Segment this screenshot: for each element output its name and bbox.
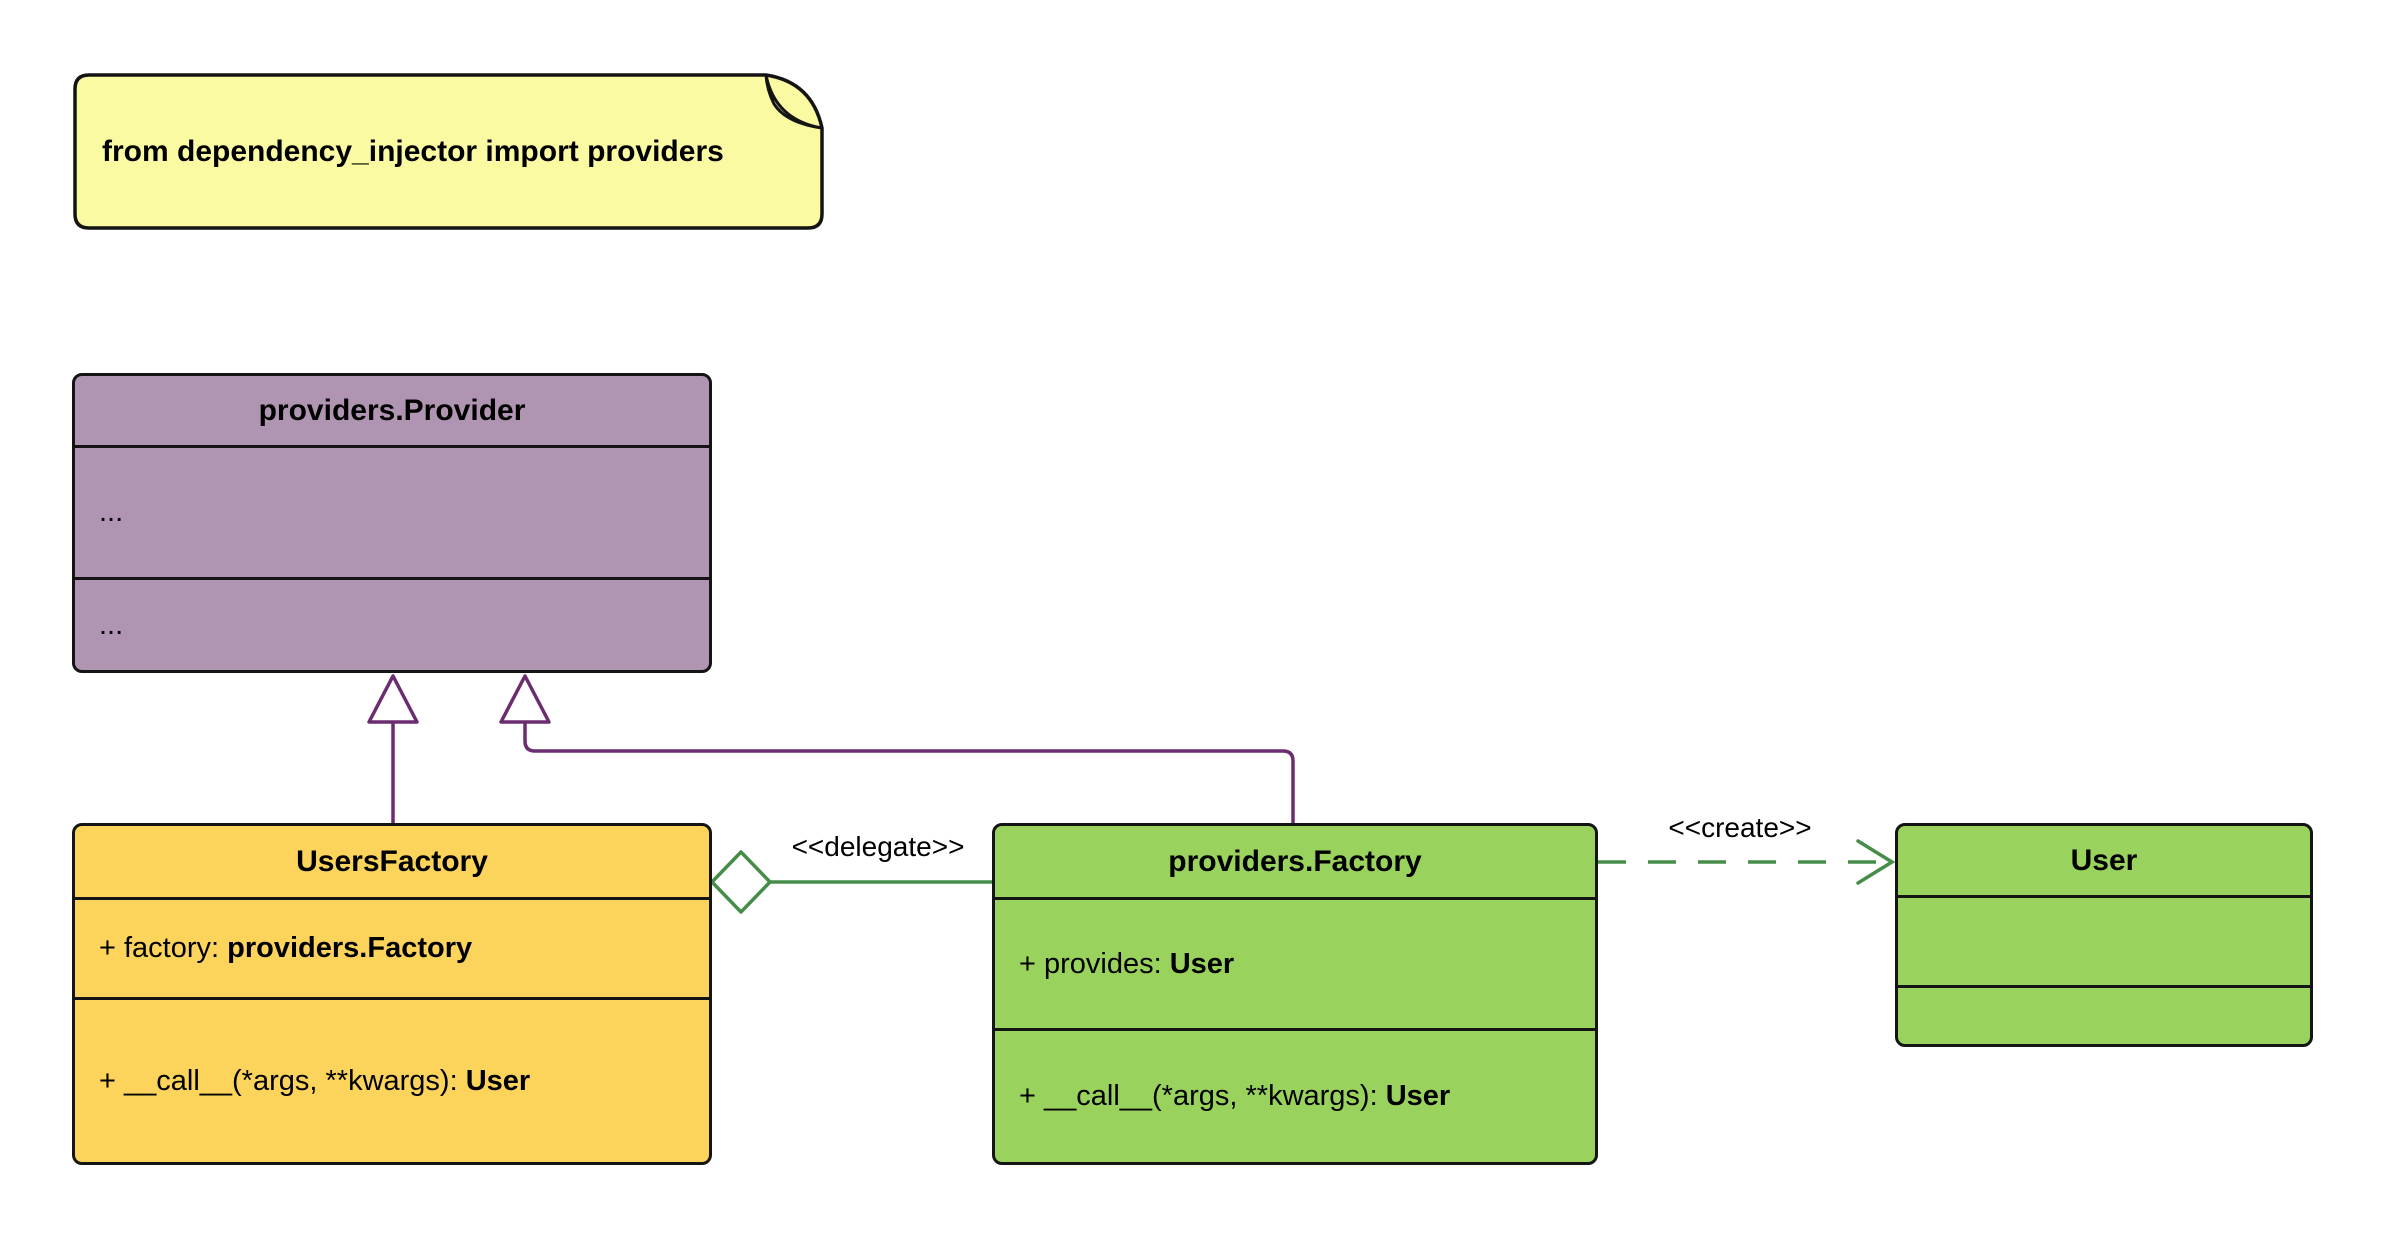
class-providers-provider: providers.Provider ... ... — [72, 373, 712, 673]
import-note — [73, 73, 824, 230]
create-label: <<create>> — [1668, 812, 1812, 843]
class-providers-factory: providers.Factory + provides: User + __c… — [992, 823, 1598, 1165]
attribute-type: User — [1169, 947, 1235, 980]
delegate-label: <<delegate>> — [791, 831, 965, 862]
class-title: providers.Provider — [258, 393, 526, 427]
method-return-type: User — [465, 1064, 531, 1097]
attributes-compartment: ... — [75, 445, 709, 577]
methods-compartment: + __call__(*args, **kwargs): User — [995, 1028, 1595, 1162]
attribute-prefix: + provides: — [1019, 947, 1170, 980]
attribute-type: providers.Factory — [227, 932, 473, 964]
attributes-placeholder: ... — [99, 496, 124, 528]
aggregation-diamond-icon — [710, 850, 772, 914]
inheritance-arrowhead-left — [367, 674, 419, 724]
attribute-prefix: + factory: — [99, 932, 228, 964]
note-fold-icon — [764, 73, 824, 130]
class-title: providers.Factory — [1168, 844, 1422, 878]
class-title: UsersFactory — [296, 844, 488, 878]
class-title: User — [2070, 843, 2138, 877]
methods-placeholder: ... — [99, 608, 124, 641]
note-text: from dependency_injector import provider… — [102, 134, 724, 168]
create-arrowhead-icon — [1856, 839, 1896, 885]
class-usersfactory: UsersFactory + factory: providers.Factor… — [72, 823, 712, 1165]
methods-compartment: ... — [75, 577, 709, 670]
inheritance-arrowhead-right — [499, 674, 551, 724]
inheritance-edge-factory — [523, 722, 1295, 823]
methods-compartment — [1898, 985, 2310, 1044]
class-user: User — [1895, 823, 2313, 1047]
attributes-compartment: + factory: providers.Factory — [75, 897, 709, 997]
methods-compartment: + __call__(*args, **kwargs): User — [75, 997, 709, 1162]
attributes-compartment — [1898, 895, 2310, 985]
attributes-compartment: + provides: User — [995, 897, 1595, 1028]
method-return-type: User — [1385, 1080, 1451, 1112]
method-prefix: + __call__(*args, **kwargs): — [1019, 1080, 1386, 1112]
method-prefix: + __call__(*args, **kwargs): — [99, 1064, 466, 1097]
